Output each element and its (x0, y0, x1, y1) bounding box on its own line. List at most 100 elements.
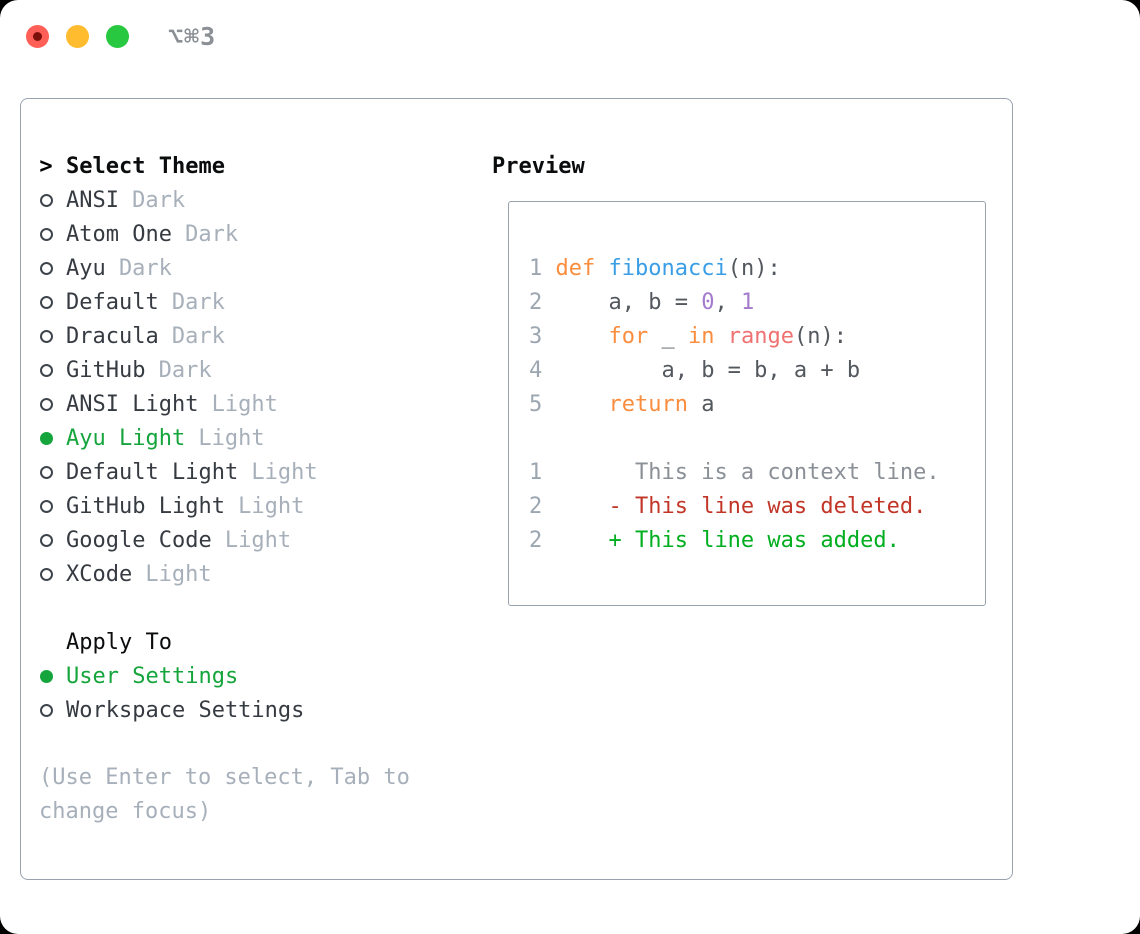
code-line: 1 def fibonacci(n): (529, 251, 985, 285)
theme-variant-label: Dark (118, 255, 172, 281)
radio-slot (39, 295, 53, 309)
code-line: 4 a, b = b, a + b (529, 353, 985, 387)
apply-to-list: User Settings Workspace Settings (39, 659, 485, 727)
token-plain: (n): (727, 255, 781, 281)
radio-slot (39, 329, 53, 343)
diff-line: 2 + This line was added. (529, 523, 985, 557)
theme-name: Default (66, 289, 159, 315)
theme-option[interactable]: Ayu Light Light (39, 421, 485, 455)
token-plain (595, 256, 608, 281)
token-keyword: def (555, 255, 596, 281)
diff-text: This is a context line. (555, 459, 940, 485)
theme-name: GitHub (66, 357, 146, 383)
theme-option[interactable]: Default Dark (39, 285, 485, 319)
diff-text: + This line was added. (555, 527, 900, 553)
radio-icon (39, 261, 53, 275)
apply-to-option[interactable]: Workspace Settings (39, 693, 485, 727)
preview-box: 1 def fibonacci(n): 2 a, b = 0, 1 3 for … (508, 201, 986, 606)
theme-variant-label: Dark (185, 221, 239, 247)
radio-icon (39, 329, 53, 343)
radio-slot (39, 499, 53, 513)
theme-name: ANSI (66, 187, 119, 213)
minimize-button[interactable] (66, 25, 89, 48)
usage-hint: (Use Enter to select, Tab to change focu… (39, 765, 410, 824)
token-plain: , (714, 289, 741, 315)
code-text: return a (556, 391, 715, 417)
token-builtin: range (727, 323, 794, 349)
radio-slot (39, 397, 53, 411)
theme-variant-label: Light (251, 459, 318, 485)
token-number: 1 (740, 289, 755, 315)
radio-icon (39, 465, 53, 479)
spacer (39, 727, 485, 761)
diff-text: - This line was deleted. (555, 493, 927, 519)
radio-slot (39, 703, 53, 717)
token-plain: (n): (793, 323, 847, 349)
diff-line: 2 - This line was deleted. (529, 489, 985, 523)
radio-slot (39, 227, 53, 241)
spacer (39, 591, 485, 625)
line-number: 1 (529, 255, 556, 281)
theme-variant-label: Light (211, 391, 278, 417)
apply-to-title: Apply To (66, 629, 172, 655)
theme-name: Ayu (66, 255, 106, 281)
token-plain (556, 392, 609, 417)
select-theme-title: Select Theme (66, 153, 225, 179)
theme-variant-label: Light (238, 493, 305, 519)
theme-name: GitHub Light (66, 493, 225, 519)
close-button[interactable] (26, 25, 49, 48)
token-function: fibonacci (608, 255, 728, 281)
token-keyword: in (687, 323, 715, 349)
radio-slot (39, 261, 53, 275)
code-text: a, b = 0, 1 (556, 289, 755, 315)
code-text: a, b = b, a + b (556, 358, 860, 383)
theme-option[interactable]: Dracula Dark (39, 319, 485, 353)
theme-option[interactable]: Google Code Light (39, 523, 485, 557)
theme-name: XCode (66, 561, 133, 587)
token-plain: a (687, 391, 715, 417)
theme-option[interactable]: XCode Light (39, 557, 485, 591)
diff-preview: 1 This is a context line. 2 - This line … (529, 455, 985, 557)
theme-option[interactable]: Ayu Dark (39, 251, 485, 285)
radio-icon (39, 567, 53, 581)
radio-icon (39, 499, 53, 513)
theme-picker-panel: > Select Theme ANSI Dark Atom One Dark A… (20, 98, 1013, 880)
radio-slot (39, 465, 53, 479)
radio-slot (39, 431, 53, 445)
select-theme-header: > Select Theme (39, 149, 485, 183)
theme-option[interactable]: ANSI Dark (39, 183, 485, 217)
apply-to-option[interactable]: User Settings (39, 659, 485, 693)
theme-name: Dracula (66, 323, 159, 349)
radio-icon (39, 227, 53, 241)
radio-slot (39, 567, 53, 581)
radio-icon (39, 669, 53, 683)
spacer (529, 421, 985, 455)
theme-variant-label: Dark (171, 289, 225, 315)
radio-icon (39, 703, 53, 717)
code-line: 2 a, b = 0, 1 (529, 285, 985, 319)
apply-option-label: Workspace Settings (66, 697, 305, 723)
theme-name: Default Light (66, 459, 239, 485)
theme-variant-label: Light (198, 425, 265, 451)
radio-icon (39, 363, 53, 377)
theme-variant-label: Dark (158, 357, 212, 383)
code-line: 5 return a (529, 387, 985, 421)
line-number: 5 (529, 391, 556, 417)
zoom-button[interactable] (106, 25, 129, 48)
radio-slot (39, 363, 53, 377)
line-number: 4 (529, 357, 556, 383)
theme-option[interactable]: Default Light Light (39, 455, 485, 489)
token-plain (556, 324, 609, 349)
code-text: def fibonacci(n): (556, 256, 781, 281)
theme-option[interactable]: Atom One Dark (39, 217, 485, 251)
radio-icon (39, 533, 53, 547)
keyboard-shortcut-label: ⌥⌘3 (168, 22, 217, 51)
theme-name: Atom One (66, 221, 172, 247)
line-number: 2 (529, 493, 556, 519)
theme-option[interactable]: GitHub Dark (39, 353, 485, 387)
titlebar: ⌥⌘3 (26, 22, 217, 51)
theme-option[interactable]: GitHub Light Light (39, 489, 485, 523)
line-number: 2 (529, 289, 556, 315)
preview-title: Preview (492, 153, 585, 179)
theme-option[interactable]: ANSI Light Light (39, 387, 485, 421)
